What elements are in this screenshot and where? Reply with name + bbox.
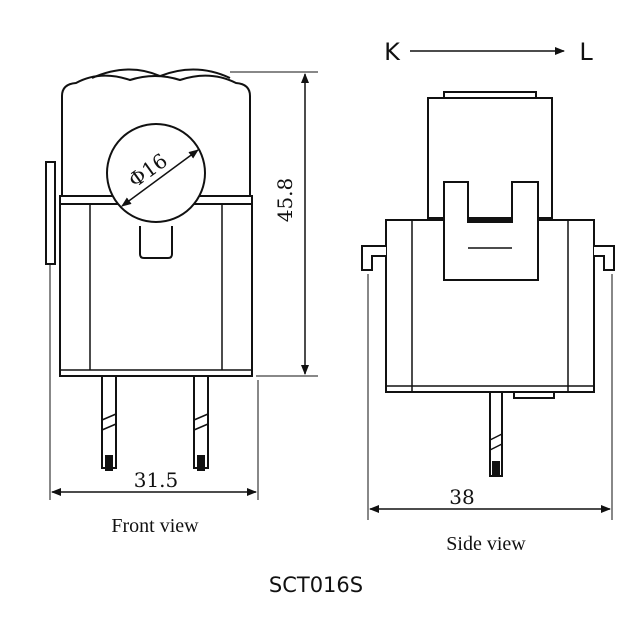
side-right-tab [594, 245, 615, 271]
height-label: 45.8 [273, 178, 297, 223]
direction-to-label: L [579, 38, 593, 66]
front-wire-left-tip [105, 455, 113, 471]
front-wire-right-tip [197, 455, 205, 471]
diameter-dimension-line [121, 149, 199, 207]
front-view [45, 68, 253, 471]
front-top-cap [61, 74, 251, 196]
side-width-label: 38 [449, 485, 474, 509]
side-width-dimension [367, 274, 613, 520]
side-wire-break [489, 433, 503, 451]
side-view [361, 91, 615, 477]
front-width-label: 31.5 [134, 468, 179, 492]
front-wire-left-break [101, 413, 117, 431]
front-width-dimension [49, 264, 259, 500]
side-wire-tip [492, 461, 500, 477]
direction-indicator: K L [384, 38, 593, 66]
model-name: SCT016S [269, 573, 363, 597]
front-wire-right [193, 375, 209, 469]
side-left-tab [361, 245, 386, 271]
side-latch [443, 181, 539, 281]
front-wire-left [101, 375, 117, 469]
front-wire-right-break [193, 413, 209, 431]
height-dimension [230, 71, 318, 377]
side-view-caption: Side view [446, 533, 526, 555]
direction-from-label: K [384, 38, 401, 66]
side-bottom-ridge [513, 391, 555, 399]
front-left-clip [45, 161, 56, 265]
front-latch [139, 226, 173, 259]
front-cap-ridge [91, 68, 231, 79]
front-view-caption: Front view [111, 515, 199, 537]
